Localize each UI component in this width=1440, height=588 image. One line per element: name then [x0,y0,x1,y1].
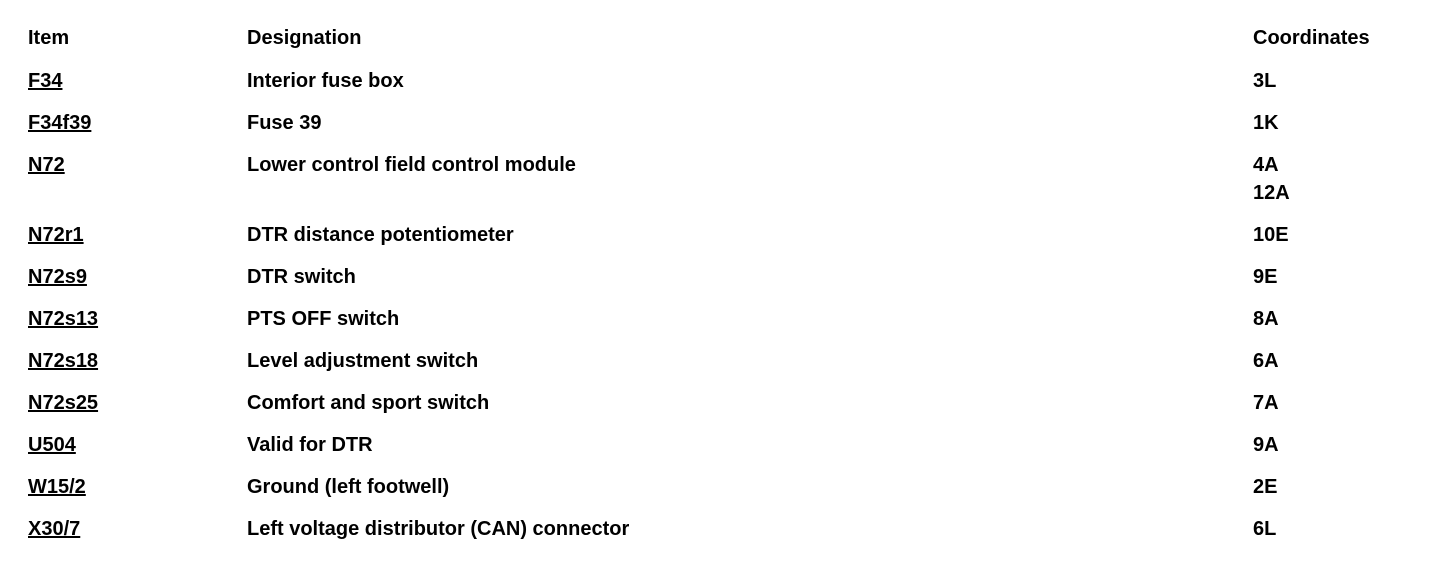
item-cell: X30/7 [28,515,247,543]
table-row: U504 Valid for DTR 9A [28,431,1440,459]
coordinates-cell: 10E [1253,221,1440,249]
designation-text: Ground (left footwell) [247,476,450,498]
item-link[interactable]: N72s18 [28,350,99,372]
designation-text: Level adjustment switch [247,350,479,372]
item-cell: N72r1 [28,221,247,249]
coordinate-value: 4A [1253,154,1279,176]
designation-text: Comfort and sport switch [247,392,490,414]
table-row: N72s13 PTS OFF switch 8A [28,305,1440,333]
coordinate-value: 2E [1253,476,1278,498]
designation-text: Valid for DTR [247,434,373,456]
table-row: F34f39 Fuse 39 1K [28,109,1440,137]
coordinate-value: 9E [1253,266,1278,288]
coordinate-value: 12A [1253,182,1290,204]
coordinates-cell: 2E [1253,473,1440,501]
item-link[interactable]: W15/2 [28,476,86,498]
designation-text: DTR distance potentiometer [247,224,514,246]
item-link[interactable]: U504 [28,434,76,456]
coordinate-value: 9A [1253,434,1279,456]
designation-text: Lower control field control module [247,154,576,176]
item-cell: W15/2 [28,473,247,501]
coordinate-value: 1K [1253,112,1279,134]
table-row: W15/2 Ground (left footwell) 2E [28,473,1440,501]
coordinates-cell: 9E [1253,263,1440,291]
item-cell: N72s13 [28,305,247,333]
coordinate-value: 7A [1253,392,1279,414]
designation-column-header: Designation [247,27,362,49]
table-row: N72s25 Comfort and sport switch 7A [28,389,1440,417]
item-link[interactable]: N72s13 [28,308,99,330]
coordinates-cell: 9A [1253,431,1440,459]
table-row: N72s9 DTR switch 9E [28,263,1440,291]
coordinates-cell: 3L [1253,67,1440,95]
coordinates-cell: 6L [1253,515,1440,543]
table-row: N72 Lower control field control module 4… [28,151,1440,207]
item-link[interactable]: N72s9 [28,266,87,288]
coordinate-value: 8A [1253,308,1279,330]
table-row: X30/7 Left voltage distributor (CAN) con… [28,515,1440,543]
item-cell: U504 [28,431,247,459]
designation-text: DTR switch [247,266,356,288]
item-link[interactable]: N72s25 [28,392,99,414]
item-cell: F34f39 [28,109,247,137]
coordinate-value: 6A [1253,350,1279,372]
item-column-header: Item [28,27,70,49]
item-cell: N72s9 [28,263,247,291]
coordinates-cell: 7A [1253,389,1440,417]
item-cell: N72 [28,151,247,179]
designation-text: Fuse 39 [247,112,322,134]
coordinate-value: 3L [1253,70,1277,92]
table-row: F34 Interior fuse box 3L [28,67,1440,95]
item-link[interactable]: N72 [28,154,65,176]
item-cell: N72s18 [28,347,247,375]
coordinate-value: 6L [1253,518,1277,540]
coordinates-cell: 6A [1253,347,1440,375]
item-cell: F34 [28,67,247,95]
coordinates-column-header: Coordinates [1253,27,1370,49]
table-row: N72s18 Level adjustment switch 6A [28,347,1440,375]
designation-text: Interior fuse box [247,70,404,92]
item-cell: N72s25 [28,389,247,417]
legend-header-row: Item Designation Coordinates [28,24,1440,52]
item-link[interactable]: F34 [28,70,63,92]
legend-table-body: F34 Interior fuse box 3L F34f39 Fuse 39 … [28,67,1440,543]
coordinates-cell: 8A [1253,305,1440,333]
coordinates-cell: 1K [1253,109,1440,137]
item-link[interactable]: F34f39 [28,112,92,134]
coordinate-value: 10E [1253,224,1289,246]
designation-text: Left voltage distributor (CAN) connector [247,518,630,540]
designation-text: PTS OFF switch [247,308,400,330]
component-legend-table: Item Designation Coordinates F34 Interio… [28,24,1440,543]
item-link[interactable]: X30/7 [28,518,81,540]
item-link[interactable]: N72r1 [28,224,84,246]
table-row: N72r1 DTR distance potentiometer 10E [28,221,1440,249]
